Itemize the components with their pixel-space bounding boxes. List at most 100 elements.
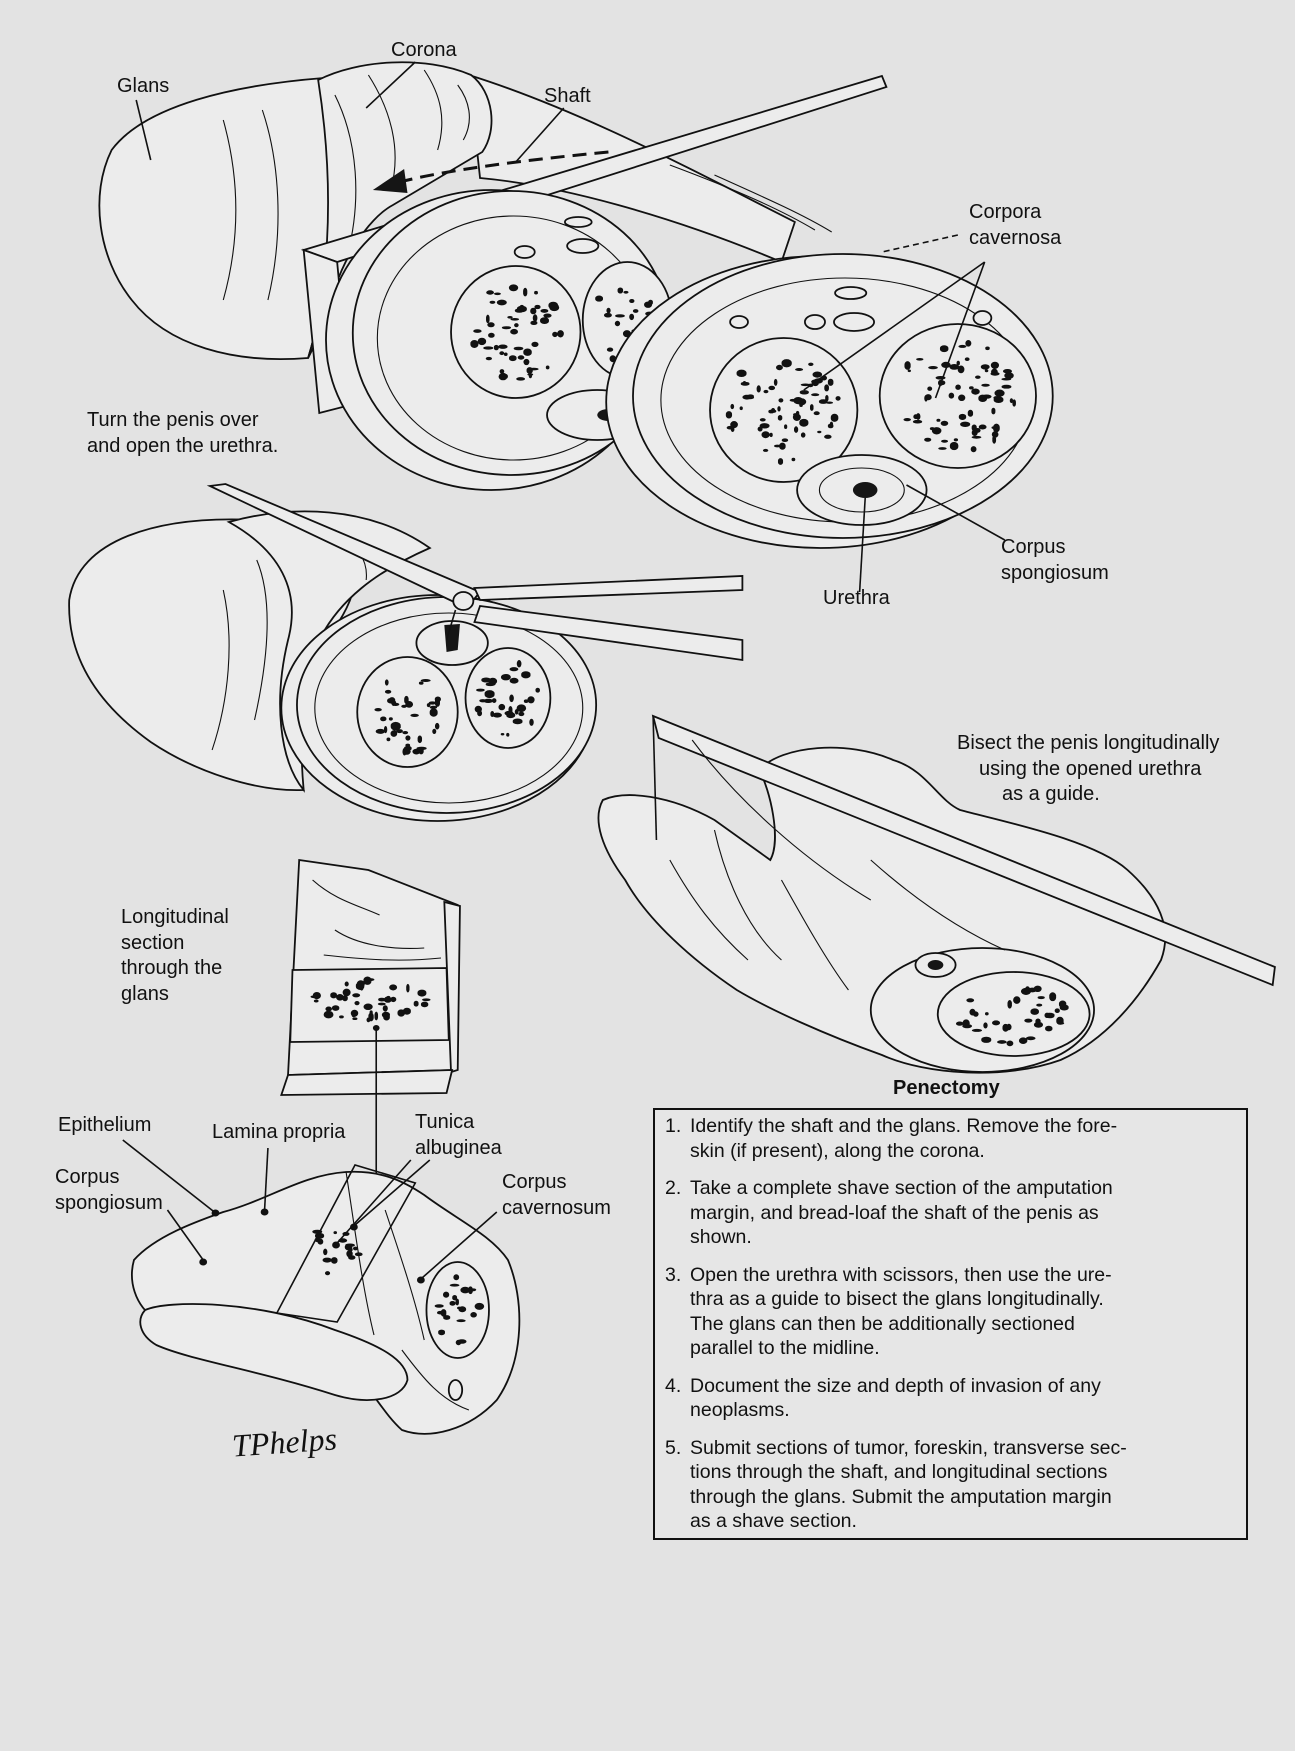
urethra-opening-drawing (69, 484, 742, 821)
knife-reflection-lines (692, 740, 1005, 950)
skin-fold-lines-bisection (670, 830, 849, 990)
superficial-dorsal-vein (835, 287, 866, 299)
front-slice-sinusoids-right (903, 339, 1016, 453)
front-slice-urethra (852, 482, 878, 498)
section-block-surface-texture (313, 880, 441, 960)
step-line: shown. (690, 1226, 752, 1248)
dorsal-nerve (973, 311, 991, 325)
corona-leader (366, 62, 415, 108)
section-block-sinusoids (310, 976, 431, 1023)
scissors-lower-blade (447, 610, 456, 640)
step-number: 1. (665, 1115, 682, 1137)
middle-corpus-cavernosum-left (357, 657, 457, 767)
step-line: skin (if present), along the corona. (690, 1139, 985, 1162)
opened-urethra-slit (444, 624, 460, 652)
label-line: Corpus (1001, 536, 1066, 558)
lamina-propria-leader-dot (260, 1208, 269, 1216)
middle-slice-sinusoids-left (470, 284, 564, 381)
caption-line: Turn the penis over (87, 409, 259, 431)
label-shaft: Shaft (544, 85, 591, 107)
label-corona: Corona (391, 39, 457, 61)
procedure-step: 5. Submit sections of tumor, foreskin, t… (665, 1436, 1236, 1534)
longitudinal-section-drawing (132, 860, 519, 1434)
label-line: Corpus (55, 1166, 120, 1188)
caption-line: through the (121, 957, 223, 979)
glans-lower-lobe (140, 1304, 407, 1400)
bisecting-knife-blade (653, 716, 1275, 985)
lamina-propria-leader (265, 1148, 268, 1210)
shaft-sectioning-drawing (99, 62, 1052, 548)
step-line: Identify the shaft and the glans. Remove… (690, 1115, 1118, 1137)
procedure-step: 3. Open the urethra with scissors, then … (665, 1263, 1236, 1361)
dashed-direction-arrow (400, 152, 609, 182)
bisecting-knife-back-edge (653, 716, 656, 840)
label-corpus-spongiosum-top: Corpus spongiosum (1001, 535, 1109, 586)
dorsal-vessel (565, 217, 592, 227)
tunica-albuginea-leader-2 (355, 1160, 430, 1225)
bisection-corpus-cavernosum (938, 972, 1090, 1056)
step-number: 4. (665, 1374, 682, 1397)
scissors-handle-lower (474, 606, 742, 660)
bisection-drawing (598, 716, 1274, 1073)
caption-longitudinal-section: Longitudinal section through the glans (121, 905, 229, 1007)
artist-signature: TPhelps (230, 1420, 338, 1464)
label-line: Corpora (969, 201, 1042, 223)
label-lamina-propria: Lamina propria (212, 1121, 346, 1143)
caption-bisect: Bisect the penis longitudinally using th… (957, 731, 1219, 808)
shaft-leader (516, 108, 564, 162)
bisection-urethra-lumen (927, 960, 944, 970)
label-corpus-spongiosum-bottom: Corpus spongiosum (55, 1165, 163, 1216)
glans-spongiosum-sinusoids (312, 1229, 363, 1276)
shaft-skin-lines (670, 165, 832, 232)
glans-leader (136, 100, 151, 160)
epithelium-leader-dot (211, 1209, 220, 1217)
step-line: through the glans. Submit the amputation… (690, 1485, 1112, 1508)
procedure-step: 2. Take a complete shave section of the … (665, 1176, 1236, 1250)
procedure-step: 4. Document the size and depth of invasi… (665, 1374, 1236, 1423)
step-line: as a shave section. (690, 1510, 857, 1532)
caption-line: Bisect the penis longitudinally (957, 732, 1220, 754)
caption-line: and open the urethra. (87, 434, 279, 457)
front-slice-spongiosum-ring (819, 468, 904, 512)
tunica-albuginea-leader-dot-1 (332, 1241, 340, 1249)
dorsal-vessel (515, 246, 535, 258)
caption-line: section (121, 931, 185, 954)
step-number: 5. (665, 1436, 682, 1459)
step-number: 3. (665, 1263, 682, 1286)
tunica-albuginea-leader-dot-2 (349, 1223, 358, 1231)
corpus-spongiosum-bottom-leader-dot (199, 1258, 208, 1266)
front-slice-sinusoids-left (725, 359, 841, 465)
bisection-sinusoids (955, 985, 1069, 1047)
middle-cross-section-fascia (315, 613, 583, 803)
label-corpora-cavernosa: Corpora cavernosa (969, 200, 1061, 251)
dorsal-nerve (730, 316, 748, 328)
corpus-cavernosum-leader (422, 1212, 497, 1278)
label-line: Tunica (415, 1111, 475, 1133)
corpus-cavernosum-leader-dot (416, 1276, 425, 1284)
tunica-albuginea-section-outline (277, 1165, 415, 1322)
glans-urethra (449, 1380, 462, 1400)
step-line: Submit sections of tumor, foreskin, tran… (690, 1436, 1127, 1459)
procedure-title: Penectomy (893, 1077, 1000, 1099)
glans-cavernosum-sinusoids (434, 1274, 485, 1346)
label-epithelium: Epithelium (58, 1114, 152, 1136)
procedure-step: 1. Identify the shaft and the glans. Rem… (665, 1114, 1236, 1163)
step-line: Document the size and depth of invasion … (690, 1374, 1101, 1397)
label-line: spongiosum (1001, 561, 1109, 584)
procedure-steps-box: 1. Identify the shaft and the glans. Rem… (653, 1108, 1248, 1540)
label-urethra: Urethra (823, 587, 890, 609)
dorsal-artery (805, 315, 825, 329)
step-line: tions through the shaft, and longitudina… (690, 1461, 1108, 1483)
caption-line: Longitudinal (121, 906, 229, 928)
caption-line: using the opened urethra (979, 757, 1202, 780)
epithelium-leader (123, 1140, 215, 1212)
step-text: Submit sections of tumor, foreskin, tran… (690, 1436, 1127, 1534)
section-block-base (281, 1070, 452, 1095)
step-line: Take a complete shave section of the amp… (690, 1177, 1113, 1199)
corpora-cavernosa-dashed-leader (882, 235, 958, 252)
caption-line: as a guide. (1002, 783, 1100, 805)
label-line: cavernosum (502, 1196, 611, 1219)
dorsal-vein (834, 313, 874, 331)
